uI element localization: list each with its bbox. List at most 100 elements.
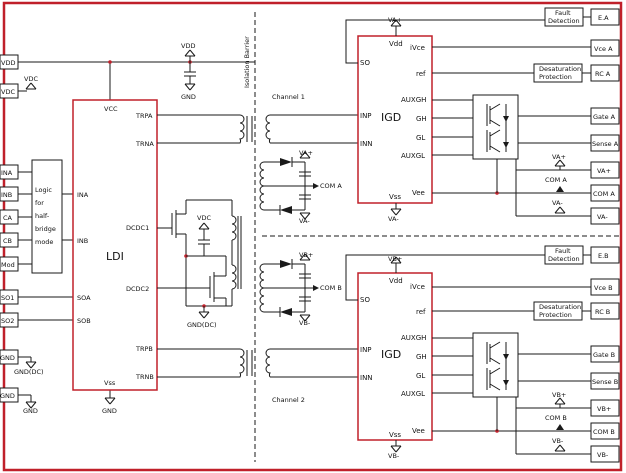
schematic-label: INB <box>77 237 88 245</box>
schematic-label: INP <box>360 346 372 354</box>
pin-com-b: COM B <box>593 428 615 436</box>
label-gnd-ldi: GND <box>102 407 117 415</box>
pin-com-a: COM A <box>593 190 615 198</box>
schematic-label: SO <box>360 59 370 67</box>
schematic-label: Vss <box>389 431 401 439</box>
output-rails: VA+ COM A VA- VB+ COM B VB- <box>432 153 591 455</box>
schematic-label: Protection <box>539 73 572 81</box>
pin-va-minus: VA- <box>597 213 608 221</box>
schematic-label: GH <box>416 115 427 123</box>
schematic-label: Vee <box>412 427 425 435</box>
pin-vce-a: Vce A <box>594 45 613 53</box>
schematic-label: Detection <box>548 17 580 25</box>
schematic-label: Vdd <box>389 277 403 285</box>
schematic-label: Vss <box>104 379 116 387</box>
schematic-label: VA- <box>388 215 399 223</box>
schematic-label: GL <box>416 134 425 142</box>
schematic-label: GH <box>416 353 427 361</box>
isolation-barrier: Isolation Barrier Channel 1 Channel 2 <box>243 12 622 462</box>
pin-gate-b: Gate B <box>593 351 615 359</box>
schematic-label: COM B <box>545 414 567 422</box>
rectifier-ch1: VA+ COM A VA- <box>259 149 342 225</box>
schematic-label: INA <box>77 191 89 199</box>
pin-mod: Mod <box>1 261 15 269</box>
schematic-label: VCC <box>104 105 118 113</box>
schematic-label: INP <box>360 112 372 120</box>
protection-blocks: Fault Detection Desaturation Protection … <box>432 7 591 321</box>
schematic-label: for <box>35 199 44 207</box>
schematic-label: VA- <box>552 199 563 207</box>
dcdc-vdc-label: VDC <box>197 214 211 222</box>
schematic-label: DCDC2 <box>126 285 149 293</box>
schematic-label: bridge <box>35 225 56 233</box>
pin-cb: CB <box>3 237 12 245</box>
pin-vb-plus: VB+ <box>597 405 611 413</box>
schematic-label: VA+ <box>552 153 566 161</box>
ldi-block: LDI VCC Vss INA INB SOA SOB TRPA TRNA DC… <box>72 99 158 391</box>
pin-ea: E.A <box>598 14 609 22</box>
pin-so1: SO1 <box>1 294 14 302</box>
igd-1-title: IGD <box>381 111 401 124</box>
schematic-label: AUXGL <box>401 390 425 398</box>
channel-1-label: Channel 1 <box>272 93 305 101</box>
schematic-label: VB- <box>299 319 311 327</box>
igd-channel-1: IGD SO INP INN Vdd Vss iVce ref AUXGH GH… <box>345 16 545 223</box>
pin-gnd-1: GND <box>0 354 15 362</box>
isolation-barrier-label: Isolation Barrier <box>243 36 251 88</box>
schematic-label: AUXGL <box>401 152 425 160</box>
schematic-label: COM A <box>545 176 567 184</box>
schematic-label: VA+ <box>299 149 313 157</box>
schematic-label: TRPA <box>135 112 153 120</box>
pin-rc-a: RC A <box>595 70 611 78</box>
schematic-label: Logic <box>35 186 52 194</box>
schematic-label: VB- <box>388 452 400 460</box>
schematic-label: mode <box>35 238 53 246</box>
pin-ca: CA <box>3 214 13 222</box>
schematic-label: iVce <box>410 44 425 52</box>
pin-rc-b: RC B <box>595 308 610 316</box>
schematic-label: VB+ <box>552 391 566 399</box>
pin-vce-b: Vce B <box>594 284 613 292</box>
label-vdc: VDC <box>24 75 38 83</box>
schematic-label: Fault <box>555 9 571 17</box>
schematic-label: Detection <box>548 255 580 263</box>
schematic-label: INN <box>360 374 373 382</box>
label-gnd-top: GND <box>181 93 196 101</box>
schematic-label: Desaturation <box>539 303 581 311</box>
pin-sense-b: Sense B <box>592 378 618 386</box>
logic-block: Logic for half- bridge mode <box>31 159 63 274</box>
pin-gate-a: Gate A <box>593 113 616 121</box>
dcdc-gnd-label: GND(DC) <box>187 321 217 329</box>
schematic-label: COM A <box>320 182 342 190</box>
igbt-module-1 <box>432 94 591 160</box>
dcdc-converter: VDC GND(DC) <box>157 199 242 329</box>
schematic-label: VA- <box>299 217 310 225</box>
schematic-label: Vdd <box>389 40 403 48</box>
left-wiring <box>18 56 255 402</box>
schematic-label: AUXGH <box>401 334 426 342</box>
pin-sense-a: Sense A <box>592 140 619 148</box>
label-gnd-left: GND <box>23 407 38 415</box>
schematic-label: Desaturation <box>539 65 581 73</box>
igd-2-title: IGD <box>381 348 401 361</box>
channel-2-label: Channel 2 <box>272 396 305 404</box>
schematic-label: VB+ <box>299 251 313 259</box>
ldi-title: LDI <box>106 250 124 263</box>
schematic-label: SO <box>360 296 370 304</box>
schematic-label: SOA <box>77 294 91 302</box>
left-connector: VDD VDC INA INB CA CB Mod SO1 SO2 GND GN… <box>0 54 19 403</box>
right-connector: E.A Vce A RC A Gate A Sense A VA+ COM A … <box>590 8 620 463</box>
label-vdd: VDD <box>181 42 195 50</box>
schematic-label: ref <box>416 70 426 78</box>
pin-gnd-2: GND <box>0 392 15 400</box>
pin-vdc: VDC <box>1 88 15 96</box>
label-gnd-dc: GND(DC) <box>14 368 44 376</box>
schematic-label: ref <box>416 308 426 316</box>
pin-eb: E.B <box>598 252 609 260</box>
left-ground-symbols: VDC GND(DC) GND GND VDD GND <box>14 42 196 415</box>
rectifier-ch2: VB+ COM B VB- <box>259 251 342 327</box>
signal-transformers <box>157 114 358 378</box>
schematic-label: iVce <box>410 283 425 291</box>
pin-vb-minus: VB- <box>597 451 609 459</box>
